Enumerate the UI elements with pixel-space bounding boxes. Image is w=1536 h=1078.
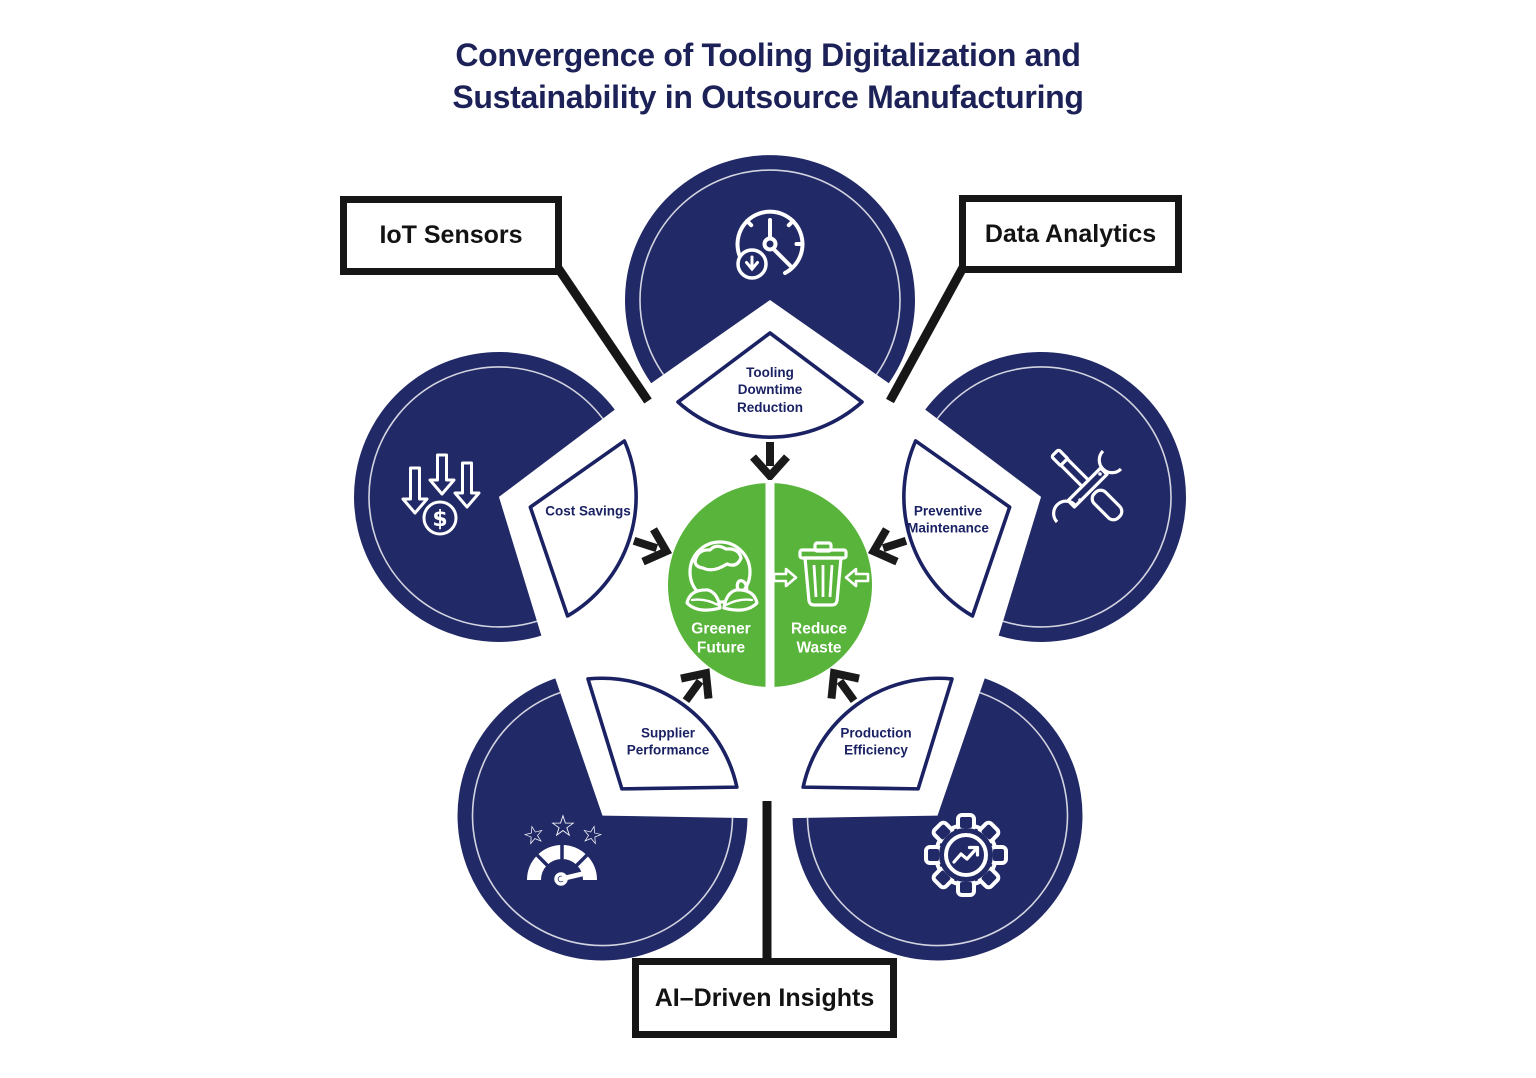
production-efficiency-petal <box>801 676 954 791</box>
dollar-icon: $ <box>432 507 447 532</box>
center-divider <box>765 480 775 690</box>
callout-iot-label: IoT Sensors <box>379 221 523 249</box>
arrow-left-to-center <box>632 527 673 566</box>
sustainability-center <box>668 480 872 690</box>
cost-savings-circle <box>354 352 615 642</box>
cost-savings-arrows-icon: $ <box>401 453 481 536</box>
greener-future-earth-icon <box>685 540 759 612</box>
supplier-rating-gauge-icon: ☆ ☆ ☆ <box>520 809 606 886</box>
production-efficiency-segment <box>792 668 1083 961</box>
reduce-waste-trash-icon <box>772 541 870 607</box>
tooling-downtime-segment <box>624 155 915 482</box>
arrow-bottom-left-to-center <box>680 668 713 704</box>
cost-savings-petal <box>528 439 638 618</box>
arrow-top-to-center <box>750 442 790 482</box>
iot-connector-line <box>550 259 652 404</box>
callout-iot-sensors: IoT Sensors <box>340 196 562 275</box>
petal-label-supplier-performance: Supplier Performance <box>626 725 710 758</box>
maintenance-tools-icon <box>1050 448 1124 524</box>
title-line-1: Convergence of Tooling Digitalization an… <box>455 37 1081 73</box>
inner-ring <box>368 366 604 628</box>
page-title: Convergence of Tooling Digitalization an… <box>0 34 1536 118</box>
callout-ai-driven-insights: AI–Driven Insights <box>632 958 897 1038</box>
callout-data-label: Data Analytics <box>984 219 1157 248</box>
inner-ring <box>639 169 901 376</box>
callout-ai-label: AI–Driven Insights <box>654 983 875 1012</box>
downtime-clock-icon <box>735 209 805 280</box>
preventive-maintenance-petal <box>902 439 1012 618</box>
star-icon: ☆ <box>550 809 577 844</box>
center-label-greener-future: Greener Future <box>691 620 751 657</box>
petal-label-cost-savings: Cost Savings <box>545 503 631 519</box>
inner-ring <box>471 691 734 947</box>
inner-ring <box>806 691 1069 947</box>
supplier-performance-petal <box>586 676 739 791</box>
tooling-downtime-petal <box>676 331 864 439</box>
petal-label-tooling-downtime: Tooling Downtime Reduction <box>737 365 803 415</box>
arrow-bottom-right-to-center <box>827 668 860 704</box>
supplier-performance-segment <box>457 668 748 961</box>
production-gear-icon <box>924 813 1008 897</box>
cost-savings-segment <box>354 352 673 642</box>
petal-label-preventive-maintenance: Preventive Maintenance <box>907 503 989 536</box>
callout-data-analytics: Data Analytics <box>959 195 1182 273</box>
data-analytics-connector-line <box>886 259 970 404</box>
preventive-maintenance-segment <box>867 352 1186 642</box>
supplier-performance-circle <box>457 678 748 961</box>
production-efficiency-circle <box>792 678 1083 961</box>
preventive-maintenance-circle <box>925 352 1186 642</box>
petal-label-production-efficiency: Production Efficiency <box>840 725 912 758</box>
tooling-downtime-circle <box>624 155 915 384</box>
inner-ring <box>936 366 1172 628</box>
center-label-reduce-waste: Reduce Waste <box>791 620 847 657</box>
title-line-2: Sustainability in Outsource Manufacturin… <box>452 79 1084 116</box>
arrow-right-to-center <box>867 527 908 566</box>
